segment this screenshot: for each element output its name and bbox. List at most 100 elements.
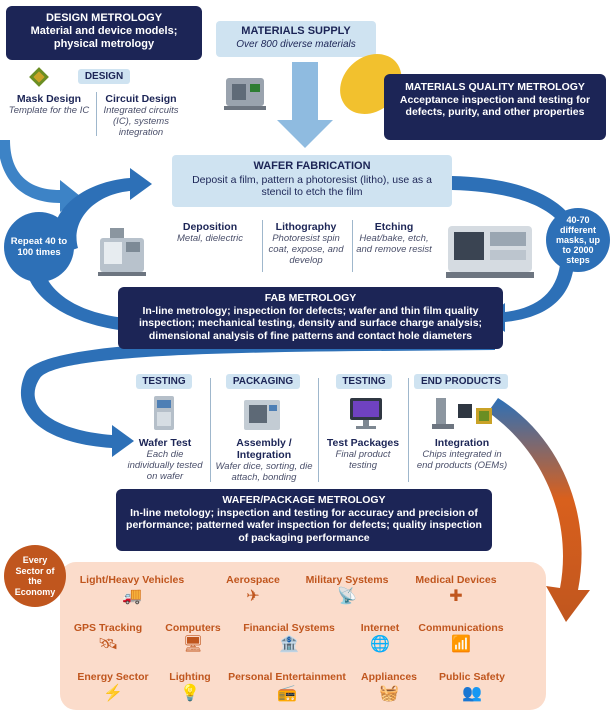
fab-metrology-box: FAB METROLOGY In-line metrology; inspect… bbox=[118, 287, 503, 349]
assembly-machine-icon bbox=[240, 394, 284, 434]
stage-tag-end-products: END PRODUCTS bbox=[414, 374, 508, 389]
step-divider-1 bbox=[262, 220, 263, 272]
supply-down-arrow bbox=[277, 62, 333, 148]
materials-quality-box: MATERIALS QUALITY METROLOGY Acceptance i… bbox=[384, 74, 606, 140]
integration-desc: Chips integrated in end products (OEMs) bbox=[416, 449, 508, 471]
equipment-icon bbox=[220, 66, 272, 114]
repeat-circle: Repeat 40 to 100 times bbox=[4, 212, 74, 282]
computer-icon: 🖥 bbox=[182, 636, 204, 653]
stage-divider-1 bbox=[210, 378, 211, 482]
materials-supply-title: MATERIALS SUPPLY bbox=[241, 25, 351, 37]
sector-label: Communications bbox=[418, 622, 504, 634]
materials-supply-box: MATERIALS SUPPLY Over 800 diverse materi… bbox=[216, 21, 376, 57]
step-etching: Etching Heat/bake, etch, and remove resi… bbox=[356, 221, 432, 255]
design-metrology-box: DESIGN METROLOGY Material and device mod… bbox=[6, 6, 202, 60]
stage-divider-2 bbox=[318, 378, 319, 482]
masks-circle: 40-70 different masks, up to 2000 steps bbox=[546, 208, 610, 272]
sector-label: Computers bbox=[165, 622, 221, 634]
etching-machine-icon bbox=[440, 212, 540, 284]
wafer-fabrication-box: WAFER FABRICATION Deposit a film, patter… bbox=[172, 155, 452, 207]
microscope-chips-icon bbox=[430, 392, 498, 434]
repeat-loop-arrow bbox=[53, 168, 152, 255]
stage-wafer-test: Wafer Test Each die individually tested … bbox=[122, 437, 208, 482]
stage-tag-testing-1: TESTING bbox=[136, 374, 192, 389]
sector-label: Lighting bbox=[169, 671, 211, 683]
bank-icon: 🏦 bbox=[279, 636, 299, 653]
lamp-icon: 💡 bbox=[180, 685, 200, 702]
sector-label: GPS Tracking bbox=[73, 622, 143, 634]
materials-supply-subtitle: Over 800 diverse materials bbox=[236, 39, 356, 50]
sector-label: Personal Entertainment bbox=[228, 671, 346, 683]
test-packages-title: Test Packages bbox=[326, 437, 400, 449]
design-tag: DESIGN bbox=[78, 69, 130, 84]
economy-panel bbox=[60, 562, 546, 710]
package-metrology-title: WAFER/PACKAGE METROLOGY bbox=[222, 494, 386, 506]
sector-label: Public Safety bbox=[439, 671, 505, 683]
truck-icon: 🚚 bbox=[122, 588, 142, 605]
assembly-desc: Wafer dice, sorting, die attach, bonding bbox=[215, 461, 313, 483]
fab-to-testing-arrow bbox=[20, 337, 495, 457]
step-deposition: Deposition Metal, dielectric bbox=[160, 221, 260, 244]
wafer-fabrication-subtitle: Deposit a film, pattern a photoresist (l… bbox=[192, 174, 432, 198]
satellite-dish-icon: 📡 bbox=[337, 588, 357, 605]
satellite-icon: 🛰 bbox=[97, 636, 119, 653]
economy-circle: Every Sector of the Economy bbox=[4, 545, 66, 607]
lithography-desc: Photoresist spin coat, expose, and devel… bbox=[268, 233, 344, 266]
design-to-wafer-arrow bbox=[0, 140, 80, 212]
package-metrology-text: In-line metology; inspection and testing… bbox=[126, 506, 482, 544]
medical-kit-icon: ✚ bbox=[449, 588, 463, 605]
people-icon: 👥 bbox=[462, 685, 482, 702]
package-metrology-box: WAFER/PACKAGE METROLOGY In-line metology… bbox=[116, 489, 492, 551]
materials-quality-title: MATERIALS QUALITY METROLOGY bbox=[405, 81, 585, 93]
circuit-design-title: Circuit Design bbox=[105, 93, 177, 105]
materials-quality-subtitle: Acceptance inspection and testing for de… bbox=[399, 93, 591, 119]
stage-tag-testing-2: TESTING bbox=[336, 374, 392, 389]
sector-label: Aerospace bbox=[226, 574, 280, 586]
airplane-icon: ✈ bbox=[246, 588, 260, 605]
sector-label: Financial Systems bbox=[243, 622, 335, 634]
stage-assembly: Assembly / Integration Wafer dice, sorti… bbox=[212, 437, 316, 483]
sector-label: Internet bbox=[360, 622, 400, 634]
fab-metrology-text: In-line metrology; inspection for defect… bbox=[138, 304, 483, 342]
assembly-title: Assembly / Integration bbox=[236, 437, 292, 461]
stage-divider-3 bbox=[408, 378, 409, 482]
masks-down-arrow bbox=[485, 265, 574, 332]
design-metrology-subtitle: Material and device models; physical met… bbox=[30, 25, 178, 50]
sector-label: Appliances bbox=[360, 671, 418, 683]
deposition-title: Deposition bbox=[182, 221, 238, 233]
sector-label: Medical Devices bbox=[415, 574, 497, 586]
mask-design: Mask Design Template for the IC bbox=[4, 93, 94, 116]
deposition-desc: Metal, dielectric bbox=[177, 233, 243, 244]
circuit-design-desc: Integrated circuits (IC), systems integr… bbox=[103, 105, 179, 138]
appliance-icon: 🧺 bbox=[379, 685, 399, 702]
mask-design-title: Mask Design bbox=[16, 93, 82, 105]
etching-desc: Heat/bake, etch, and remove resist bbox=[356, 233, 432, 255]
globe-icon: 🌐 bbox=[370, 636, 390, 653]
sector-label: Energy Sector bbox=[77, 671, 149, 683]
sector-label: Light/Heavy Vehicles bbox=[79, 574, 185, 586]
stage-integration: Integration Chips integrated in end prod… bbox=[414, 437, 510, 471]
test-packages-desc: Final product testing bbox=[335, 449, 391, 471]
stage-test-packages: Test Packages Final product testing bbox=[322, 437, 404, 471]
design-divider bbox=[96, 92, 97, 136]
fab-metrology-title: FAB METROLOGY bbox=[264, 292, 357, 304]
design-metrology-title: DESIGN METROLOGY bbox=[45, 12, 163, 24]
wafer-fabrication-title: WAFER FABRICATION bbox=[253, 160, 371, 172]
wafer-test-desc: Each die individually tested on wafer bbox=[127, 449, 203, 482]
mask-design-desc: Template for the IC bbox=[8, 105, 90, 116]
stereo-icon: 📻 bbox=[277, 685, 297, 702]
power-tower-icon: ⚡ bbox=[103, 685, 123, 702]
integration-title: Integration bbox=[434, 437, 490, 449]
circuit-design: Circuit Design Integrated circuits (IC),… bbox=[100, 93, 182, 138]
products-to-economy-arrow bbox=[488, 398, 590, 622]
step-divider-2 bbox=[352, 220, 353, 272]
chip-icon bbox=[28, 66, 50, 88]
etching-title: Etching bbox=[374, 221, 414, 233]
wafer-tester-icon bbox=[146, 394, 182, 434]
deposition-machine-icon bbox=[90, 218, 154, 282]
stage-tag-packaging: PACKAGING bbox=[226, 374, 300, 389]
wafer-test-title: Wafer Test bbox=[138, 437, 192, 449]
antenna-icon: 📶 bbox=[451, 636, 471, 653]
lithography-title: Lithography bbox=[275, 221, 337, 233]
step-lithography: Lithography Photoresist spin coat, expos… bbox=[266, 221, 346, 266]
